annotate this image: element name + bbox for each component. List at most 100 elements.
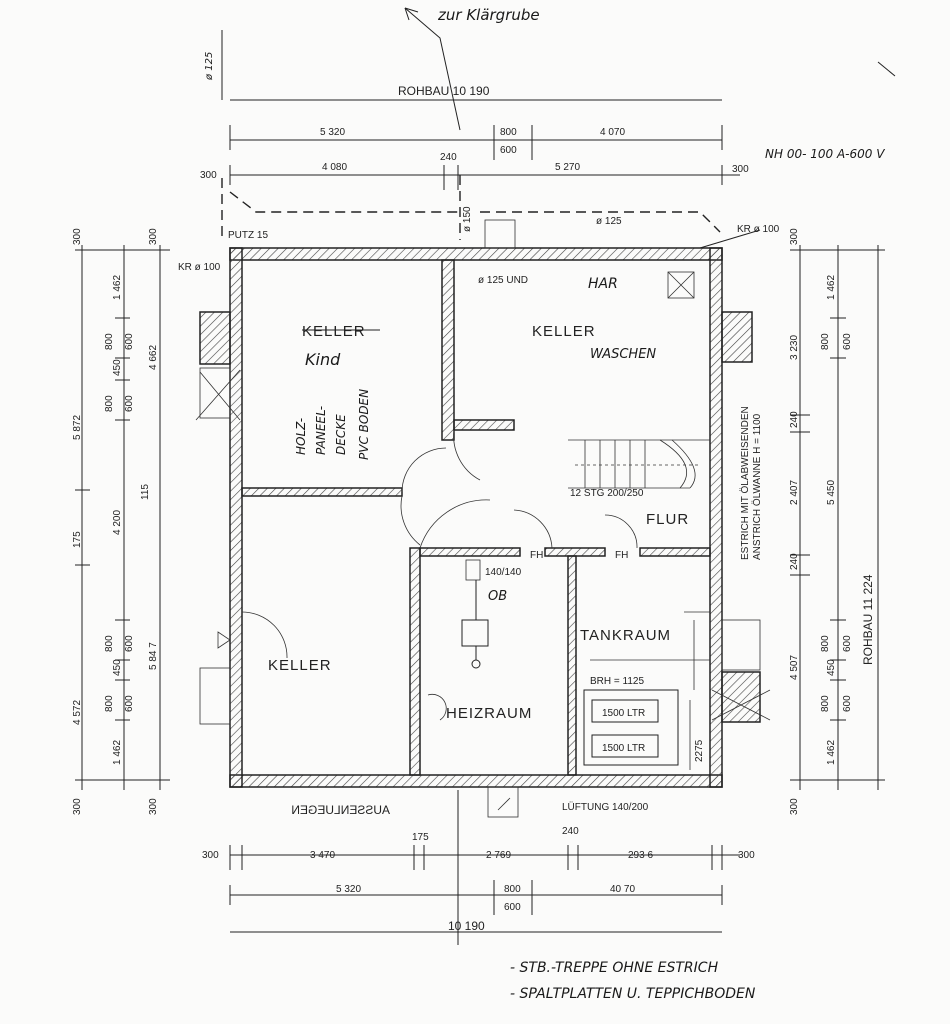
dim-bottom-5320: 5 320 <box>336 884 361 895</box>
dim-top-4080: 4 080 <box>322 162 347 173</box>
dim-li-1462: 1 462 <box>112 275 123 300</box>
putz-label: PUTZ 15 <box>228 230 268 241</box>
boiler <box>461 559 489 669</box>
dim-li-300: 300 <box>148 228 159 245</box>
dim-bottom-total: 10 190 <box>448 919 485 933</box>
dim-left-4572: 4 572 <box>72 700 83 725</box>
window-left-1 <box>195 311 241 421</box>
dim-top-300-left: 300 <box>200 170 217 181</box>
dim-ri-800b: 800 <box>820 635 831 652</box>
door-keller-bl <box>241 611 288 659</box>
shaft-bottom <box>487 786 519 818</box>
dim-left-5872: 5 872 <box>72 415 83 440</box>
dim-li-800a: 800 <box>104 333 115 350</box>
ob-label: OB <box>488 589 507 604</box>
dim-top-600: 600 <box>500 145 517 156</box>
dim-bottom-2936: 293 6 <box>628 850 653 861</box>
dim-bottom-300-left: 300 <box>202 850 219 861</box>
dim-li-1462b: 1 462 <box>112 740 123 765</box>
staircase <box>568 439 710 489</box>
tank-1-label: 1500 LTR <box>602 708 645 719</box>
stairs-label: 12 STG 200/250 <box>570 488 644 499</box>
floor-note-4: PVC BODEN <box>357 389 371 460</box>
tank-2 <box>591 734 659 758</box>
dim-bottom-600: 600 <box>504 902 521 913</box>
mirrored-label: AUSSENLUEGEN <box>291 803 390 817</box>
dim-left-300-top: 300 <box>72 228 83 245</box>
har-label: HAR <box>588 276 618 292</box>
room-keller-tr-hand: WASCHEN <box>590 347 656 362</box>
dim-li-450a: 450 <box>112 359 123 376</box>
dim-top-4070: 4 070 <box>600 127 625 138</box>
dim-ro-240a: 240 <box>789 411 800 428</box>
room-heizraum: HEIZRAUM <box>446 705 532 722</box>
shaft-top <box>484 219 516 249</box>
dim-bottom-4070: 40 70 <box>610 884 635 895</box>
flue-label: 140/140 <box>485 567 522 578</box>
tank-1 <box>591 699 659 723</box>
dim-bottom-175: 175 <box>412 832 429 843</box>
dim-left-300-bottom: 300 <box>72 798 83 815</box>
footer-note-2: - SPALTPLATTEN U. TEPPICHBODEN <box>510 986 756 1002</box>
dim-li-450b: 450 <box>112 659 123 676</box>
dim-li-800c: 800 <box>104 635 115 652</box>
estrich-1: ESTRICH MIT ÖLABWEISENDEN <box>739 406 751 560</box>
outer-walls <box>229 247 723 788</box>
dim-left-4662: 4 662 <box>148 345 159 370</box>
dim-top-300-right: 300 <box>732 164 749 175</box>
room-keller-tl-hand: Kind <box>305 350 341 369</box>
window-right-2 <box>711 619 771 723</box>
pipe-kr-left: KR ø 100 <box>178 262 221 273</box>
interior-walls <box>241 259 711 776</box>
room-tankraum: TANKRAUM <box>580 627 671 644</box>
door-heizraum <box>513 509 553 549</box>
dim-bottom-3470: 3 470 <box>310 850 335 861</box>
tank-area <box>583 689 679 766</box>
dim-bottom-800: 800 <box>504 884 521 895</box>
dim-ri-1462b: 1 462 <box>826 740 837 765</box>
dim-ri-600c: 600 <box>842 695 853 712</box>
door-tankraum <box>604 514 638 549</box>
pipe-150: ø 150 <box>462 206 473 232</box>
estrich-2: ANSTRICH ÖLWANNE H = 1100 <box>751 413 763 560</box>
pipe-125: ø 125 <box>596 216 622 227</box>
pipe-note: ø 125 UND <box>478 275 528 286</box>
dim-ro-3230: 3 230 <box>789 335 800 360</box>
room-keller-tl: KELLER <box>302 323 366 340</box>
sewer-arrow <box>404 7 461 131</box>
door-keller-tr <box>453 429 481 481</box>
dim-ri-600b: 600 <box>842 635 853 652</box>
rohbau-right: ROHBAU 11 224 <box>861 574 875 665</box>
door-hall <box>400 495 421 546</box>
window-right-1 <box>721 311 753 363</box>
dim-ro-2407: 2 407 <box>789 480 800 505</box>
sewer-pipe-label: ø 125 <box>204 52 215 81</box>
sewer-note: zur Klärgrube <box>437 6 540 24</box>
pipe-kr-top: KR ø 100 <box>737 224 780 235</box>
dim-ro-4507: 4 507 <box>789 655 800 680</box>
dim-bottom-300-right: 300 <box>738 850 755 861</box>
rohbau-top: ROHBAU 10 190 <box>398 84 490 98</box>
dim-ri-5450: 5 450 <box>826 480 837 505</box>
dim-top-800: 800 <box>500 127 517 138</box>
floor-note-2: PANEEL- <box>314 406 328 455</box>
dim-ri-800a: 800 <box>820 333 831 350</box>
dim-li-600c: 600 <box>124 635 135 652</box>
top-note: NH 00- 100 A-600 V <box>765 147 885 161</box>
brh-label: BRH = 1125 <box>590 676 644 687</box>
tank-dim: 2275 <box>694 739 705 762</box>
floor-note-3: DECKE <box>334 414 348 455</box>
dim-ro-300-top: 300 <box>789 228 800 245</box>
footer-note-1: - STB.-TREPPE OHNE ESTRICH <box>510 960 719 976</box>
dim-li-600d: 600 <box>124 695 135 712</box>
dim-ri-1462: 1 462 <box>826 275 837 300</box>
dim-ri-800c: 800 <box>820 695 831 712</box>
dim-li-800d: 800 <box>104 695 115 712</box>
dim-ro-300-bottom: 300 <box>789 798 800 815</box>
dim-bottom-240: 240 <box>562 826 579 837</box>
dim-bottom-2769: 2 769 <box>486 850 511 861</box>
dim-li-4200: 4 200 <box>112 510 123 535</box>
dim-top-5270: 5 270 <box>555 162 580 173</box>
dim-li-300b: 300 <box>148 798 159 815</box>
